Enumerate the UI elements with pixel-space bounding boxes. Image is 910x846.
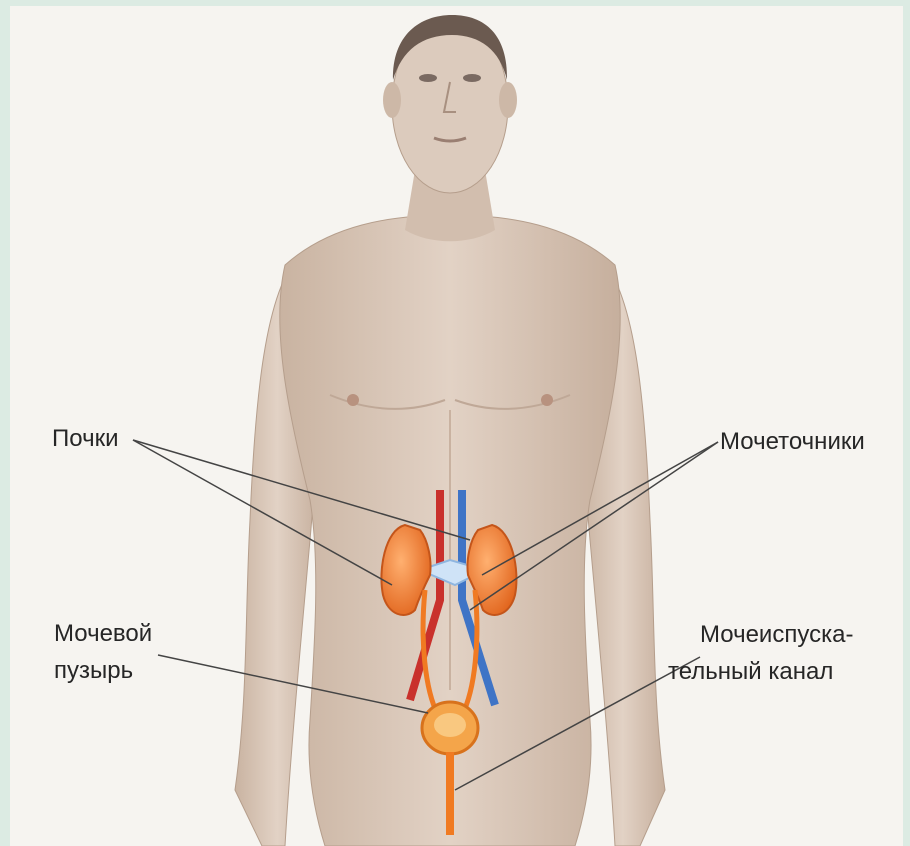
eye-right — [463, 74, 481, 82]
nipple-right — [541, 394, 553, 406]
label-ureters: Мочеточники — [720, 427, 865, 457]
ear-left — [383, 82, 401, 118]
bladder-inner — [434, 713, 466, 737]
label-urethra-line1: Мочеиспуска- — [700, 620, 853, 650]
ear-right — [499, 82, 517, 118]
label-bladder-line2: пузырь — [54, 656, 133, 686]
label-bladder-line1: Мочевой — [54, 619, 152, 649]
nipple-left — [347, 394, 359, 406]
label-urethra-line2: тельный канал — [668, 657, 833, 687]
label-kidneys: Почки — [52, 424, 118, 454]
eye-left — [419, 74, 437, 82]
